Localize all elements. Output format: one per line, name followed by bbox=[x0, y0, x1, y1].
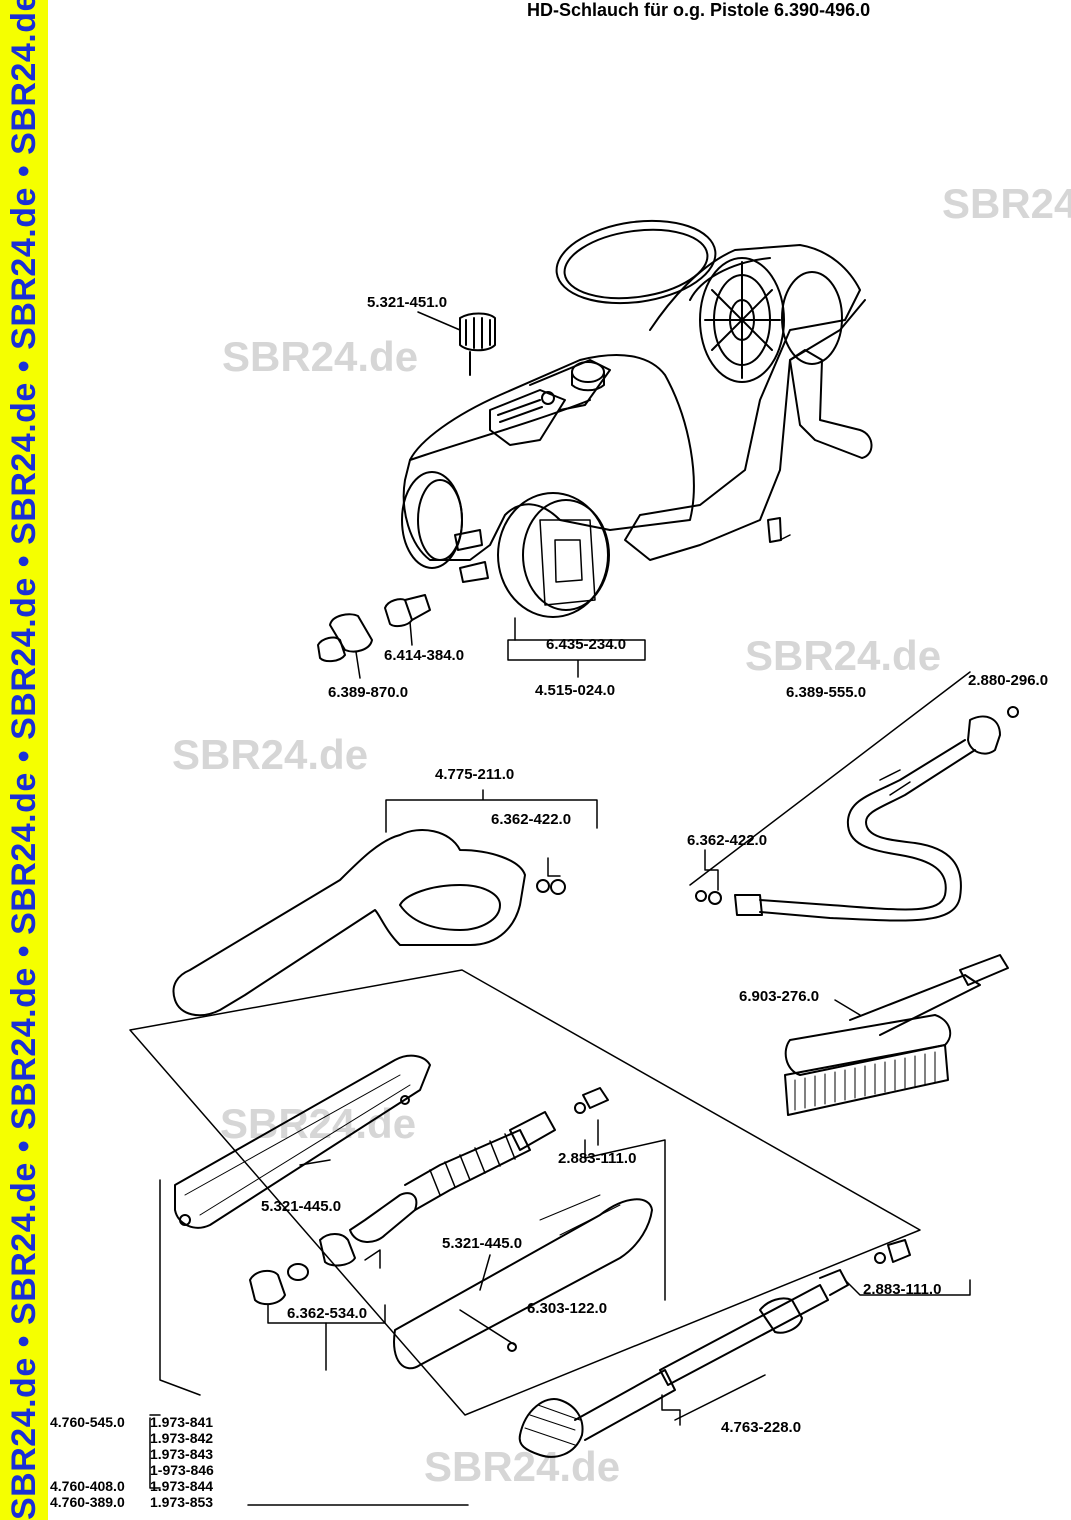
part-label: 4.515-024.0 bbox=[535, 682, 616, 699]
order-number: 1.973-841 bbox=[150, 1414, 214, 1430]
legend-row: 4.760-545.0 1.973-841 bbox=[50, 1414, 214, 1430]
part-label: 4.775-211.0 bbox=[435, 766, 515, 783]
legend-row: 4.760-389.0 1.973-853 bbox=[50, 1494, 214, 1510]
spray-lance-parts bbox=[159, 1054, 666, 1396]
model-legend: 4.760-545.0 1.973-841 1.973-842 1.973-843… bbox=[50, 1414, 214, 1510]
model-number: 4.760-545.0 bbox=[50, 1414, 125, 1430]
part-label: 6.389-555.0 bbox=[786, 684, 867, 701]
part-label: 6.303-122.0 bbox=[527, 1300, 608, 1317]
watermark: SBR24.de bbox=[222, 333, 419, 380]
part-label: 2.883-111.0 bbox=[863, 1281, 942, 1298]
legend-row: 4.760-408.0 1.973-844 bbox=[50, 1478, 214, 1494]
watermark: SBR24 bbox=[942, 180, 1071, 227]
part-label: 2.883-111.0 bbox=[558, 1150, 637, 1167]
order-number: 1.973-853 bbox=[150, 1494, 214, 1510]
legend-row: 1-973-846 bbox=[50, 1462, 214, 1478]
watermark: SBR24.de bbox=[172, 731, 369, 778]
part-label: 6.414-384.0 bbox=[384, 647, 465, 664]
part-label: 5.321-451.0 bbox=[367, 294, 448, 311]
pressure-washer-unit bbox=[401, 219, 873, 618]
page-title: HD-Schlauch für o.g. Pistole 6.390-496.0 bbox=[527, 0, 871, 20]
model-number: 4.760-389.0 bbox=[50, 1494, 125, 1510]
part-label: 6.389-870.0 bbox=[328, 684, 409, 701]
order-number: 1.973-844 bbox=[150, 1478, 214, 1494]
accessory-frame bbox=[129, 969, 921, 1416]
part-label: 5.321-445.0 bbox=[442, 1235, 523, 1252]
order-number: 1.973-842 bbox=[150, 1430, 214, 1446]
part-label: 6.362-534.0 bbox=[287, 1305, 368, 1322]
model-number: 4.760-408.0 bbox=[50, 1478, 125, 1494]
part-label: 6.362-422.0 bbox=[491, 811, 572, 828]
legend-row: 1.973-842 bbox=[50, 1430, 214, 1446]
part-label: 6.362-422.0 bbox=[687, 832, 768, 849]
watermark-sidebar: SBR24.de • SBR24.de • SBR24.de • SBR24.d… bbox=[0, 0, 48, 1520]
spray-gun bbox=[172, 789, 598, 1017]
wash-brush bbox=[784, 954, 1009, 1116]
watermark: SBR24.de bbox=[220, 1100, 417, 1147]
high-pressure-hose bbox=[689, 671, 1019, 922]
part-label: 6.435-234.0 bbox=[546, 636, 627, 653]
order-number: 1-973-846 bbox=[150, 1462, 214, 1478]
inlet-fittings bbox=[317, 594, 431, 679]
part-label: 2.880-296.0 bbox=[968, 672, 1049, 689]
part-label: 5.321-445.0 bbox=[261, 1198, 342, 1215]
spray-nozzle-housing bbox=[393, 1194, 653, 1370]
extension-lance bbox=[149, 1239, 971, 1506]
order-number: 1.973-843 bbox=[150, 1446, 214, 1462]
watermark: SBR24.de bbox=[424, 1443, 621, 1490]
part-label: 6.903-276.0 bbox=[739, 988, 820, 1005]
part-label: 4.763-228.0 bbox=[721, 1419, 802, 1436]
watermark: SBR24.de bbox=[745, 632, 942, 679]
legend-row: 1.973-843 bbox=[50, 1446, 214, 1462]
